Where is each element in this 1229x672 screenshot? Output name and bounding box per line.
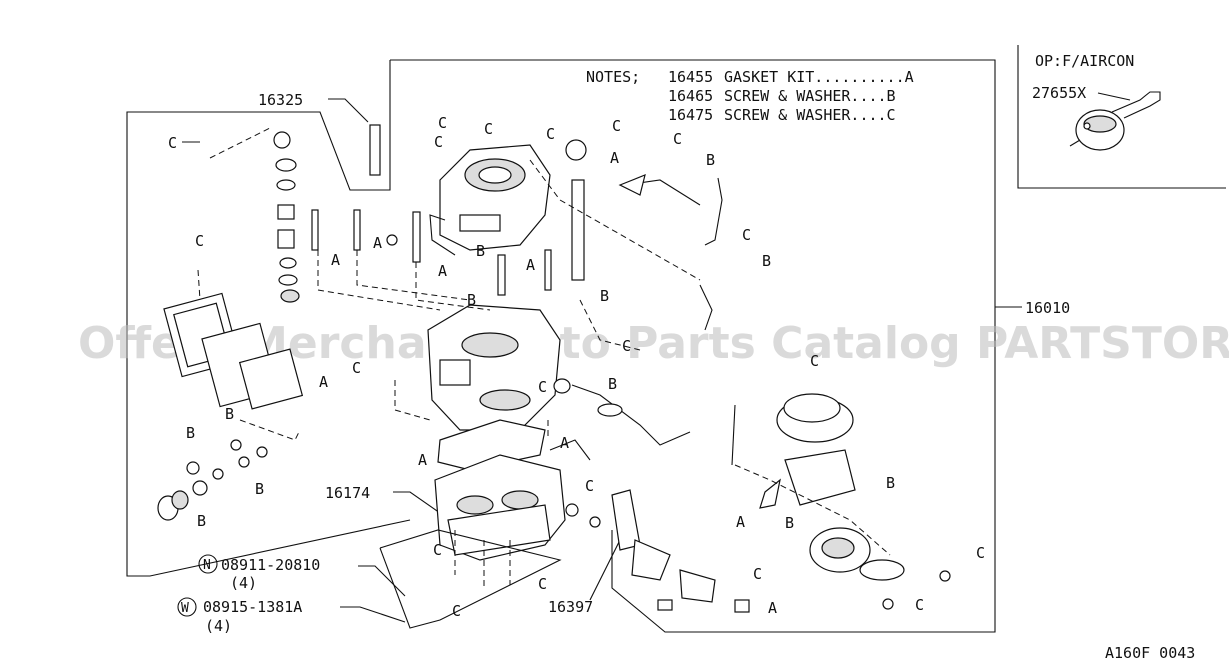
callout-b: B (785, 514, 794, 532)
qty-08911: (4) (230, 574, 257, 592)
linkage-rods (571, 174, 723, 446)
callout-c: C (742, 226, 751, 244)
callout-c: C (585, 477, 594, 495)
callout-a: A (373, 234, 382, 252)
assembly-frame (390, 59, 996, 633)
callout-b: B (600, 287, 609, 305)
callout-a: A (319, 373, 328, 391)
callout-a: A (418, 451, 427, 469)
callout-c: C (484, 120, 493, 138)
note-desc-gasket-kit: GASKET KIT..........A (724, 68, 914, 86)
throttle-linkage-part (611, 489, 750, 613)
callout-c: C (434, 133, 443, 151)
callout-a: A (331, 251, 340, 269)
left-gasket-set (163, 292, 304, 410)
callout-b: B (197, 512, 206, 530)
callout-c: C (622, 337, 631, 355)
callout-c: C (195, 232, 204, 250)
callout-c: C (915, 596, 924, 614)
callout-c: C (352, 359, 361, 377)
callout-c: C (976, 544, 985, 562)
callout-b: B (467, 291, 476, 309)
label-08911-20810: 08911-20810 (221, 556, 320, 574)
option-part-number: 27655X (1032, 84, 1086, 102)
callout-b: B (186, 424, 195, 442)
callout-b: B (608, 375, 617, 393)
callout-a: A (438, 262, 447, 280)
callout-b: B (225, 405, 234, 423)
plug-and-washer-set (157, 439, 268, 521)
callout-a: A (526, 256, 535, 274)
option-title: OP:F/AIRCON (1035, 52, 1134, 70)
callout-c: C (438, 114, 447, 132)
note-code-screw-c: 16475 (668, 106, 713, 124)
n-mark: N (203, 558, 211, 573)
note-desc-screw-c: SCREW & WASHER....C (724, 106, 896, 124)
callout-b: B (762, 252, 771, 270)
note-desc-screw-b: SCREW & WASHER....B (724, 87, 896, 105)
callout-a: A (768, 599, 777, 617)
callout-c: C (753, 565, 762, 583)
aircon-actuator-part (1069, 91, 1161, 151)
note-code-gasket-kit: 16455 (668, 68, 713, 86)
w-mark: W (181, 601, 189, 616)
callout-c: C (452, 602, 461, 620)
callout-a: A (560, 434, 569, 452)
callout-c: C (546, 125, 555, 143)
callout-b: B (706, 151, 715, 169)
jets-and-screws (311, 139, 587, 296)
label-16010: 16010 (1025, 299, 1070, 317)
label-16325: 16325 (258, 91, 303, 109)
callout-a: A (610, 149, 619, 167)
throttle-body-part (434, 454, 566, 561)
assembly-frame-left (126, 60, 411, 577)
callout-c: C (538, 378, 547, 396)
fuel-inlet-part (549, 378, 601, 528)
callout-c: C (810, 352, 819, 370)
callout-c: C (673, 130, 682, 148)
option-box (1017, 45, 1226, 189)
letter-callouts: C C C C C C A C B C C B A A A A B B B C … (168, 114, 985, 620)
carburetor-body-part (427, 304, 561, 431)
air-horn-part (429, 144, 551, 256)
callout-c: C (538, 575, 547, 593)
note-code-screw-b: 16465 (668, 87, 713, 105)
diaphragm-chamber-part (731, 393, 871, 573)
throttle-group-frame (379, 529, 562, 629)
notes-title: NOTES; (586, 68, 640, 86)
flange-gasket-part (437, 419, 546, 471)
callout-b: B (476, 242, 485, 260)
16325-part (369, 124, 381, 176)
callout-c: C (168, 134, 177, 152)
callout-c: C (612, 117, 621, 135)
cover-screws (859, 559, 951, 610)
label-16174: 16174 (325, 484, 370, 502)
float-valve-stack (273, 131, 300, 303)
assembly-guide-lines (197, 127, 891, 590)
label-16397: 16397 (548, 598, 593, 616)
label-08915-1381a: 08915-1381A (203, 598, 302, 616)
diagram-code: A160F 0043 (1105, 644, 1195, 662)
callout-c: C (433, 541, 442, 559)
callout-b: B (255, 480, 264, 498)
qty-08915: (4) (205, 617, 232, 635)
callout-b: B (886, 474, 895, 492)
callout-a: A (736, 513, 745, 531)
pump-gasket (759, 478, 781, 509)
